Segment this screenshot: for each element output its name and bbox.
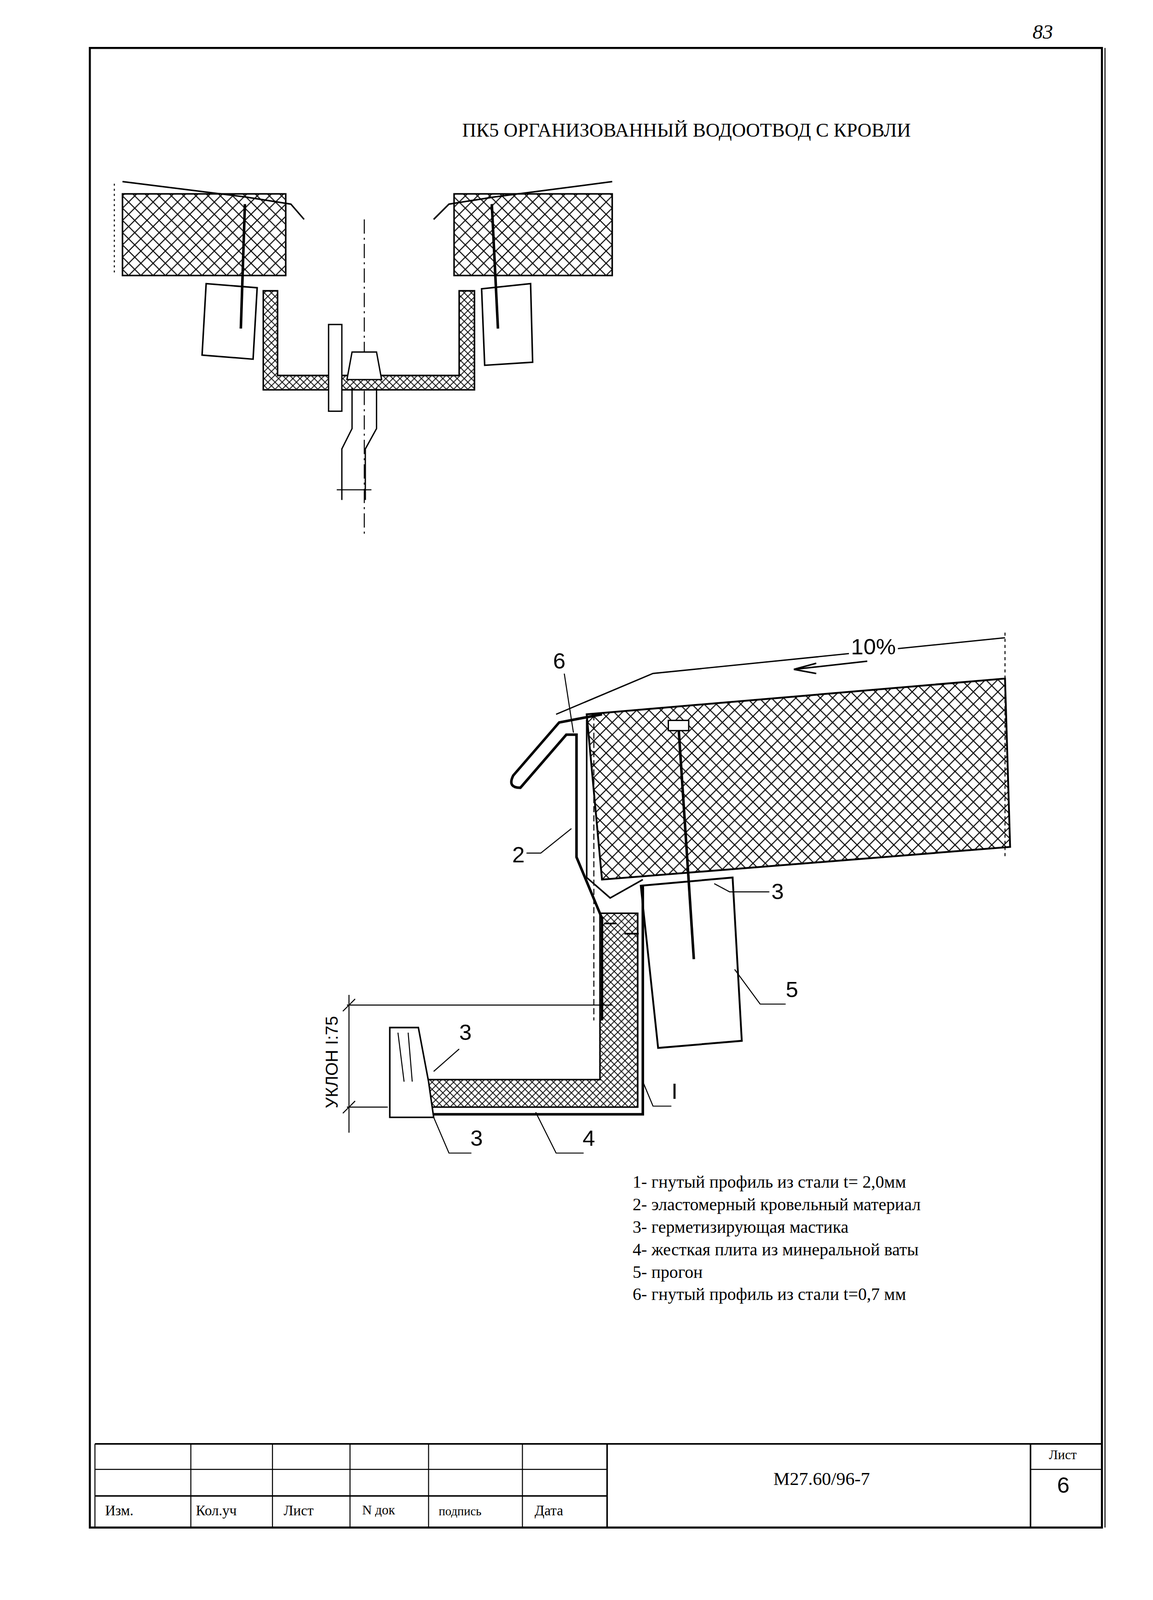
legend-line: 1- гнутый профиль из стали t= 2,0мм (632, 1173, 906, 1193)
callout-number: I (669, 1079, 680, 1105)
slope-label: 10% (848, 634, 899, 660)
slope-dimension: УКЛОН I:75 (323, 1013, 343, 1110)
callout-number: 3 (457, 1020, 474, 1046)
stamp-cell: Кол.уч (196, 1503, 237, 1519)
callout-number: 3 (468, 1126, 485, 1152)
legend-line: 2- эластомерный кровельный материал (632, 1195, 921, 1215)
stamp-cell: Изм. (104, 1503, 134, 1519)
legend-line: 5- прогон (632, 1263, 703, 1283)
legend-line: 6- гнутый профиль из стали t=0,7 мм (632, 1285, 906, 1305)
callout-number: 5 (783, 977, 801, 1003)
document-code: М27.60/96-7 (773, 1469, 871, 1490)
stamp-cell: Лист (283, 1503, 314, 1519)
callout-number: 3 (769, 879, 786, 905)
legend-line: 4- жесткая плита из минеральной ваты (632, 1240, 919, 1260)
drawing-title: ПК5 ОРГАНИЗОВАННЫЙ ВОДООТВОД С КРОВЛИ (462, 120, 911, 142)
stamp-cell: N док (362, 1503, 395, 1518)
legend-line: 3- герметизирующая мастика (632, 1218, 849, 1238)
callout-number: 6 (551, 648, 568, 674)
callout-number: 2 (510, 842, 527, 868)
callout-number: 4 (580, 1126, 598, 1152)
stamp-cell: Лист (1049, 1447, 1077, 1463)
stamp-cell: подпись (438, 1504, 482, 1519)
stamp-cell: Дата (534, 1503, 564, 1519)
sheet-number: 6 (1057, 1473, 1070, 1499)
page-number: 83 (1032, 20, 1053, 43)
